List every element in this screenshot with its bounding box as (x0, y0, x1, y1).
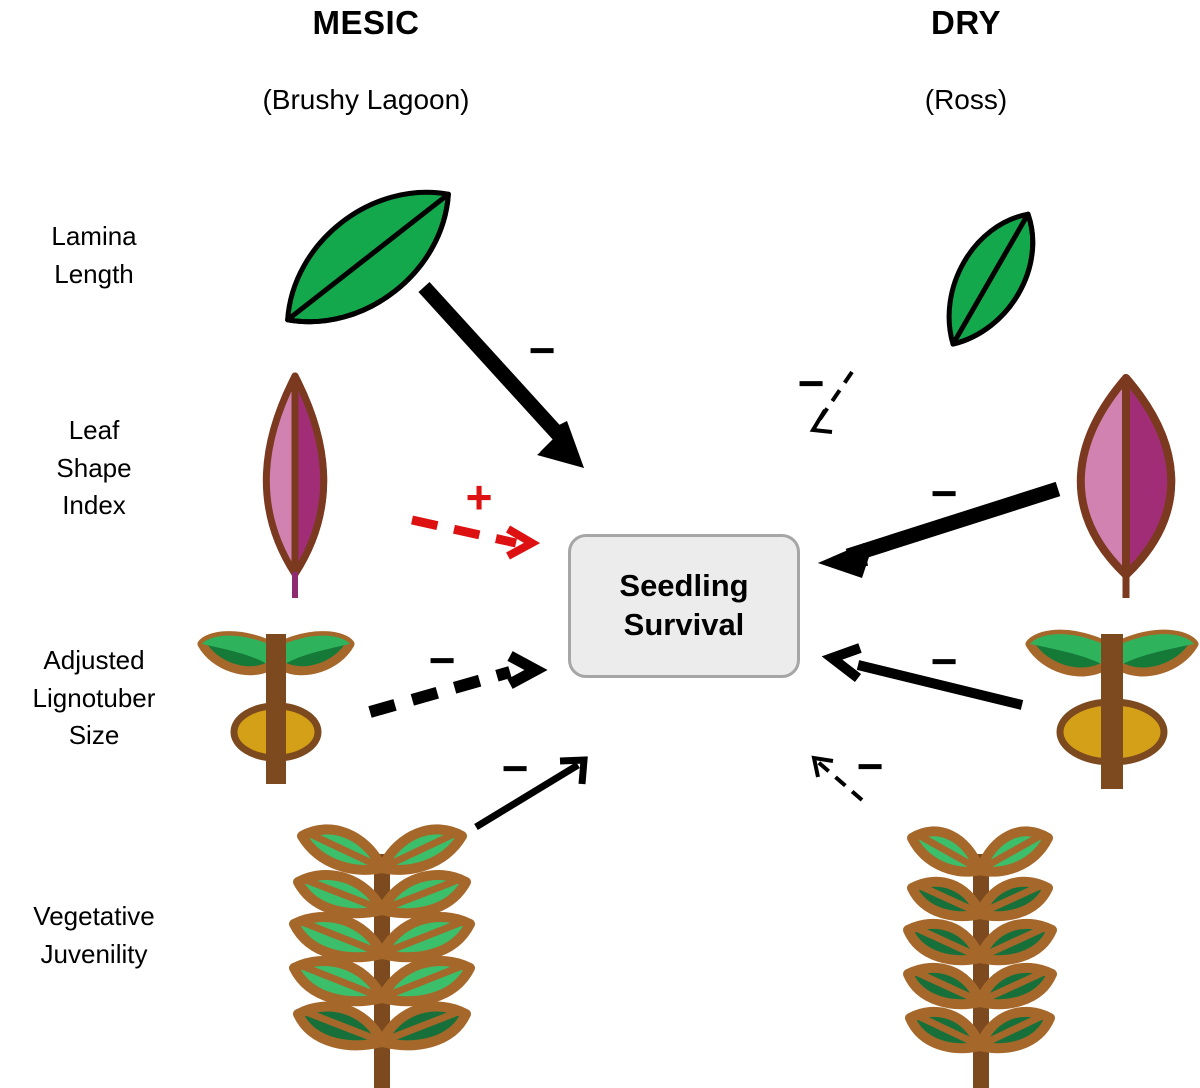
row-label-adjusted-lignotuber-size: Adjusted Lignotuber Size (32, 645, 156, 751)
sign-dry-lamina-length: − (797, 357, 825, 409)
row-label-lamina-length: Lamina Length (51, 221, 137, 289)
row-label-leaf-shape-index: Leaf Shape Index (56, 415, 132, 521)
column-title-mesic: MESIC (312, 4, 420, 41)
seedling-survival-label: Seedling Survival (619, 568, 749, 642)
ovate-purple-leaf-icon-dry (1076, 374, 1176, 598)
sign-dry-leaf-shape-index: − (930, 467, 958, 519)
sign-mesic-leaf-shape-index: + (465, 471, 493, 523)
ovate-purple-leaf-icon-mesic (262, 372, 328, 598)
juvenile-foliage-plant-icon-dry (903, 826, 1057, 1088)
seedling-lignotuber-icon-dry (1025, 629, 1199, 789)
column-subtitle-mesic: (Brushy Lagoon) (262, 84, 470, 115)
column-subtitle-dry: (Ross) (924, 84, 1008, 115)
column-title-dry: DRY (931, 4, 1001, 41)
seedling-lignotuber-icon-mesic (197, 631, 355, 784)
path-arrow-mesic-leaf-shape-index (411, 515, 541, 560)
row-label-vegetative-juvenility: Vegetative Juvenility (33, 901, 155, 969)
path-arrow-mesic-lamina-length (418, 281, 584, 468)
lanceolate-leaf-icon-dry (946, 211, 1036, 347)
juvenile-foliage-plant-icon-mesic (289, 824, 475, 1088)
sign-mesic-lignotuber: − (428, 634, 456, 686)
sign-dry-lignotuber: − (930, 635, 958, 687)
sign-mesic-vegetative-juvenility: − (501, 742, 529, 794)
sign-dry-vegetative-juvenility: − (856, 740, 884, 792)
lanceolate-leaf-icon-mesic (285, 189, 451, 325)
seedling-survival-node: Seedling Survival (568, 534, 800, 678)
sign-mesic-lamina-length: − (528, 324, 556, 376)
